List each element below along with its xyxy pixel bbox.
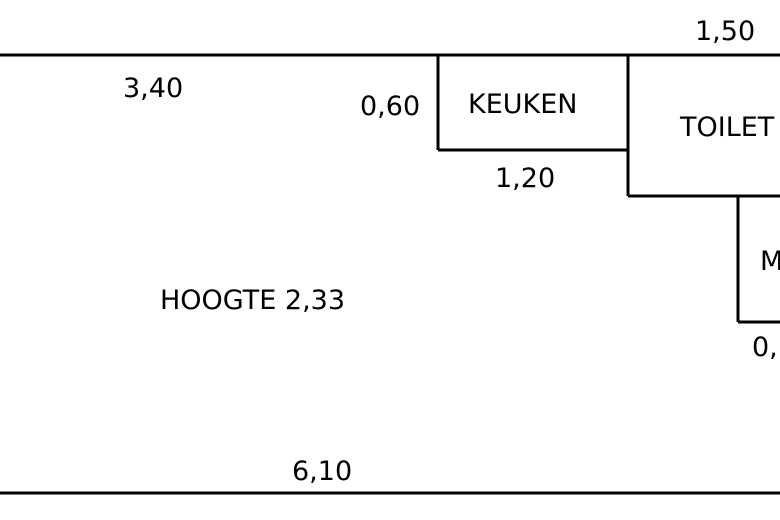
room-label-kitchen: KEUKEN	[468, 89, 578, 120]
dimension-kitchen-height: 0,60	[360, 91, 420, 122]
dimension-bottom: 6,10	[292, 456, 352, 487]
room-label-meter: M	[760, 246, 780, 277]
dimension-meter-bottom: 0,	[752, 332, 778, 363]
dimension-top-left: 3,40	[123, 73, 183, 104]
room-label-toilet: TOILET	[679, 112, 775, 143]
dimension-kitchen-width: 1,20	[495, 163, 555, 194]
room-height-label: HOOGTE 2,33	[160, 285, 345, 316]
dimension-top-right: 1,50	[695, 16, 755, 47]
